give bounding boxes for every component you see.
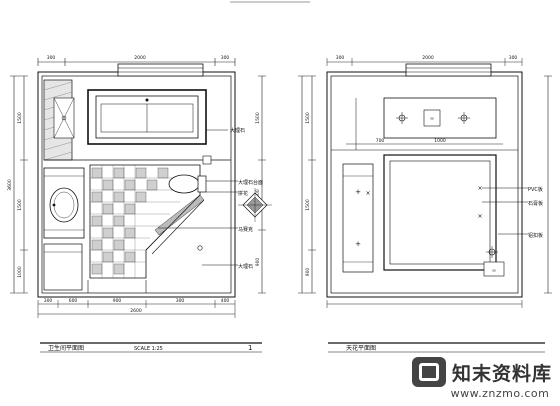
left-dim-2: 1500 [17,199,23,211]
rp-top-dim-1: 300 [336,55,345,61]
svg-text:+: + [355,188,361,196]
bottom-dim-1: 300 [44,298,53,304]
top-dim-2: 2000 [134,55,146,61]
right-dim-3: 900 [255,258,261,267]
svg-text:∞: ∞ [492,268,496,274]
rp-mid-dim-1: 700 [376,138,385,144]
tag-gypsum: 石膏板 [528,200,543,207]
right-title-block: 天花平面图 [328,342,545,353]
svg-text:+: + [355,240,361,248]
rp-left-dim-3: 900 [305,268,311,277]
bottom-dim-3: 900 [113,298,122,304]
rp-top-dim-2: 2000 [422,55,434,61]
top-dim-3: 300 [221,55,230,61]
bottom-dim-2: 600 [69,298,78,304]
tag-mosaic: 马赛克 [238,226,253,233]
left-dim-3: 1000 [17,266,23,278]
watermark: 知末资料库 www.znzmo.com [411,357,552,400]
rp-top-dim-3: 300 [509,55,518,61]
bottom-dim-5: 400 [221,298,230,304]
watermark-url: www.znzmo.com [450,387,550,400]
tag-aluminum: 铝扣板 [528,232,543,239]
right-dim-1: 1500 [255,112,261,124]
watermark-brand: 知末资料库 [451,362,552,385]
tag-marble-counter: 大理石台面 [238,179,263,186]
tag-marble-2: 大理石 [238,263,253,270]
svg-text:∞: ∞ [430,116,434,122]
bottom-dim-total: 2600 [130,308,142,314]
downlight-3 [486,246,498,258]
left-plan-scale: SCALE 1:25 [134,346,163,352]
top-dim-1: 300 [47,55,56,61]
tag-pvc: PVC板 [528,186,543,193]
rp-mid-dim-2: 1000 [434,138,446,144]
left-title-block: 卫生间平面图 SCALE 1:25 1 [40,342,262,353]
left-dim-total: 3600 [7,179,13,191]
bottom-dim-4: 300 [176,298,185,304]
svg-text:×: × [477,185,482,192]
tag-marble-1: 大理石 [230,127,245,134]
svg-text:×: × [365,190,370,197]
rp-left-dim-1: 1500 [305,112,311,124]
right-plan-title: 天花平面图 [346,344,376,352]
tag-parquet: 拼花 [238,190,248,197]
left-plan-number: 1 [248,344,252,352]
floor-plan: 300 2000 300 1500 1500 1000 3600 1500 10… [7,55,272,318]
brand-logo-icon [411,357,446,387]
downlight-1 [396,112,408,124]
rp-left-dim-2: 1500 [305,199,311,211]
left-plan-title: 卫生间平面图 [48,344,84,352]
downlight-2 [458,112,470,124]
compass-symbol [238,188,272,222]
svg-text:×: × [477,213,482,220]
right-dim-2: 1000 [255,189,261,201]
left-dim-1: 1500 [17,112,23,124]
ceiling-plan: 300 2000 300 1500 1500 900 ∞ [298,55,552,308]
